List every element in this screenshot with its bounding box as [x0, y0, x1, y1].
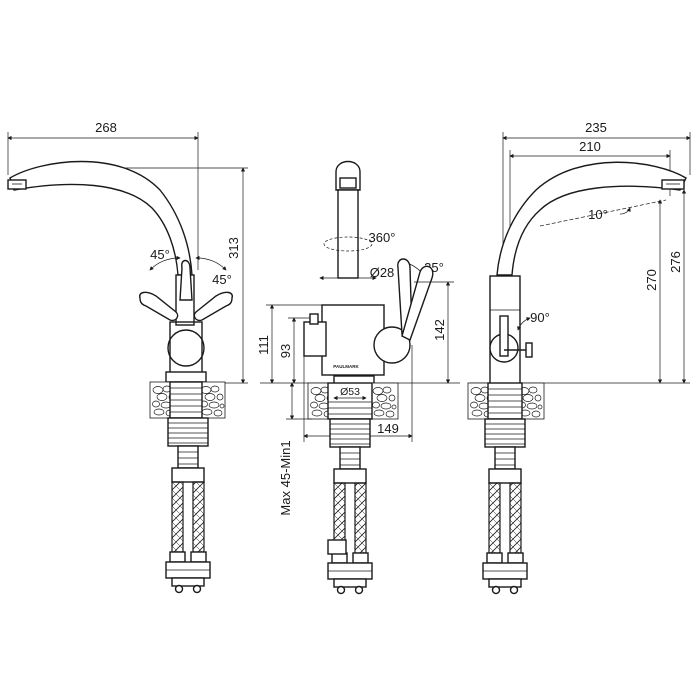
supply-hose-left	[165, 417, 211, 594]
handle-left	[139, 291, 179, 322]
dim-label-270: 270	[644, 269, 659, 291]
angle-left-label: 45°	[150, 247, 170, 262]
cartridge-housing	[167, 329, 205, 367]
spout-right	[496, 161, 687, 276]
handle-top	[179, 259, 193, 301]
dim-label-210: 210	[579, 139, 601, 154]
supply-hose-front	[327, 418, 373, 595]
dim-label-93: 93	[278, 344, 293, 358]
spout-diameter-label: Ø28	[370, 265, 395, 280]
dim-label-142: 142	[432, 319, 447, 341]
handle-right	[193, 291, 233, 322]
angle-right-label: 45°	[212, 272, 232, 287]
spout-column	[337, 189, 359, 279]
cartridge-front	[373, 326, 411, 364]
spout-tilt-label: 10°	[588, 207, 608, 222]
base-diameter-label: Ø53	[340, 386, 360, 398]
left-view: 268 313 45° 45°	[7, 120, 248, 594]
dim-label-149: 149	[377, 421, 399, 436]
mount-range-label: Max 45-Min1	[278, 440, 293, 515]
front-view: 360° Ø28 25° PAULMARK 111 93 142	[256, 160, 460, 595]
supply-hose-right	[482, 418, 528, 595]
rotation-label: 360°	[369, 230, 396, 245]
right-view: 235 210 10° 270 276 90°	[467, 120, 691, 595]
dim-label-268: 268	[95, 120, 117, 135]
dim-label-313: 313	[226, 237, 241, 259]
lever-angle-label: 90°	[530, 310, 550, 325]
brand-mark: PAULMARK	[333, 364, 359, 369]
dim-label-276: 276	[668, 251, 683, 273]
dim-label-111: 111	[256, 335, 271, 355]
handle-tilted	[401, 265, 434, 341]
dim-label-235: 235	[585, 120, 607, 135]
mixer-body	[321, 304, 385, 376]
filter-valve	[303, 321, 327, 357]
lever-right	[499, 315, 509, 357]
aerator	[7, 179, 27, 190]
